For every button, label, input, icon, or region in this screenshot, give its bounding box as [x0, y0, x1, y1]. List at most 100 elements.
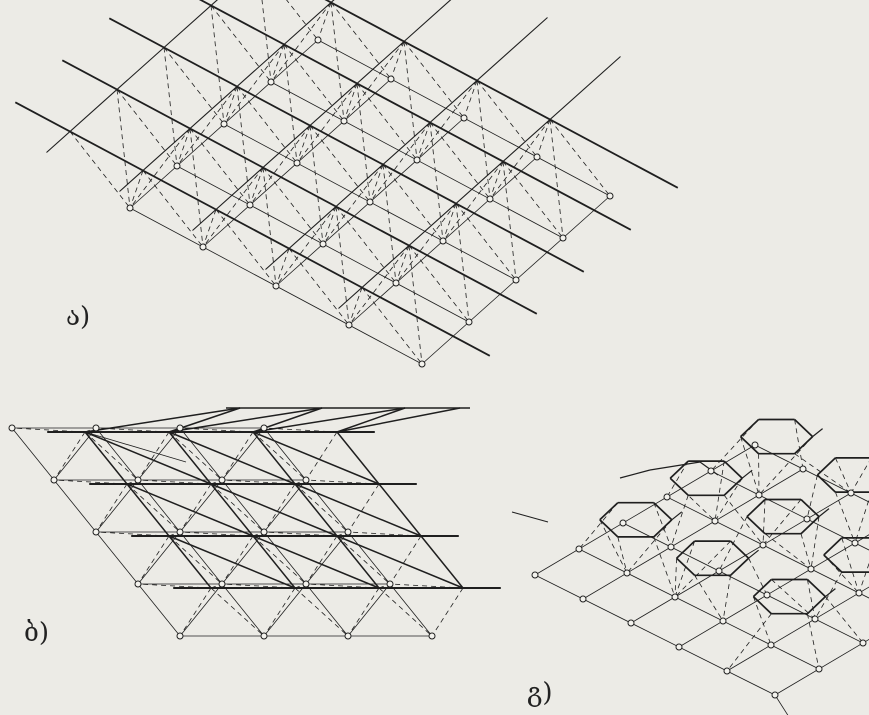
bottom-node	[751, 441, 759, 449]
bottom-chord	[263, 427, 307, 481]
bottom-chord	[774, 694, 789, 715]
web-member	[395, 245, 410, 284]
top-chord	[823, 537, 843, 556]
top-chord	[168, 535, 296, 589]
top-chord	[294, 483, 338, 537]
figure-c-hexagonal-grid-truss	[511, 418, 869, 715]
web-member	[674, 558, 677, 598]
web-member	[221, 535, 254, 585]
web-member	[343, 83, 358, 122]
web-member	[189, 128, 204, 248]
web-member	[502, 161, 564, 239]
web-member	[807, 579, 816, 620]
web-member	[722, 575, 731, 622]
web-member	[236, 86, 251, 206]
web-member	[361, 287, 423, 365]
bottom-chord	[137, 479, 181, 533]
bottom-node	[811, 615, 819, 623]
top-chord	[252, 535, 380, 589]
web-member	[305, 535, 338, 585]
bottom-node	[606, 192, 614, 200]
top-chord	[671, 511, 683, 521]
top-chord	[336, 535, 380, 589]
top-chord	[723, 460, 743, 479]
web-member	[343, 41, 405, 122]
bottom-node	[575, 545, 583, 553]
web-member	[416, 80, 478, 161]
web-member	[369, 122, 431, 203]
top-chord	[669, 460, 689, 479]
web-member	[794, 453, 852, 494]
bottom-node	[418, 360, 426, 368]
bottom-chord	[263, 583, 307, 637]
bottom-node	[763, 591, 771, 599]
web-member	[835, 491, 856, 544]
web-member	[142, 170, 204, 248]
top-chord	[336, 407, 461, 433]
web-member	[179, 427, 254, 433]
top-chord	[816, 474, 836, 493]
bottom-node	[345, 321, 353, 329]
web-member	[163, 47, 178, 167]
bottom-node	[711, 517, 719, 525]
top-chord	[84, 431, 187, 463]
web-member	[129, 170, 144, 209]
bottom-node	[623, 569, 631, 577]
bottom-chord	[263, 479, 307, 533]
top-chord	[168, 431, 212, 485]
web-member	[814, 571, 843, 620]
bottom-node	[319, 240, 327, 248]
bottom-chord	[179, 479, 223, 533]
bottom-node	[667, 543, 675, 551]
web-member	[262, 167, 324, 245]
bottom-node	[344, 632, 352, 640]
bottom-node	[759, 541, 767, 549]
bottom-chord	[221, 531, 265, 585]
top-chord	[676, 540, 696, 559]
bottom-node	[220, 120, 228, 128]
bottom-node	[428, 632, 436, 640]
top-chord	[511, 511, 549, 523]
bottom-chord	[305, 583, 349, 637]
web-member	[236, 86, 298, 164]
top-chord	[336, 535, 464, 589]
web-member	[549, 119, 564, 239]
web-member	[382, 164, 397, 284]
top-chord	[794, 418, 814, 438]
bottom-chord	[263, 531, 307, 585]
top-chord	[806, 595, 826, 615]
web-member	[283, 44, 298, 164]
bottom-chord	[53, 479, 97, 533]
bottom-node	[663, 493, 671, 501]
web-member	[336, 535, 391, 585]
web-member	[95, 483, 128, 533]
figure-b-label: ბ)	[24, 618, 49, 648]
bottom-node	[627, 619, 635, 627]
web-member	[463, 80, 478, 119]
web-member	[305, 479, 380, 485]
top-chord	[746, 515, 766, 535]
top-chord	[198, 0, 632, 231]
web-member	[263, 531, 338, 537]
web-member	[348, 245, 410, 326]
web-member	[252, 535, 307, 585]
web-member	[674, 540, 695, 598]
top-chord	[338, 56, 621, 309]
web-member	[261, 0, 272, 83]
web-member	[84, 431, 139, 481]
bottom-chord	[221, 479, 265, 533]
top-chord	[812, 428, 823, 438]
bottom-chord	[630, 492, 852, 624]
web-member	[382, 164, 444, 242]
web-member	[714, 461, 725, 522]
top-chord	[730, 540, 750, 559]
bottom-chord	[710, 470, 869, 551]
top-chord	[740, 435, 760, 455]
web-member	[296, 83, 358, 164]
bottom-node	[293, 159, 301, 167]
web-member	[549, 119, 611, 197]
web-member	[408, 245, 470, 323]
web-member	[347, 531, 422, 537]
web-member	[11, 427, 86, 433]
